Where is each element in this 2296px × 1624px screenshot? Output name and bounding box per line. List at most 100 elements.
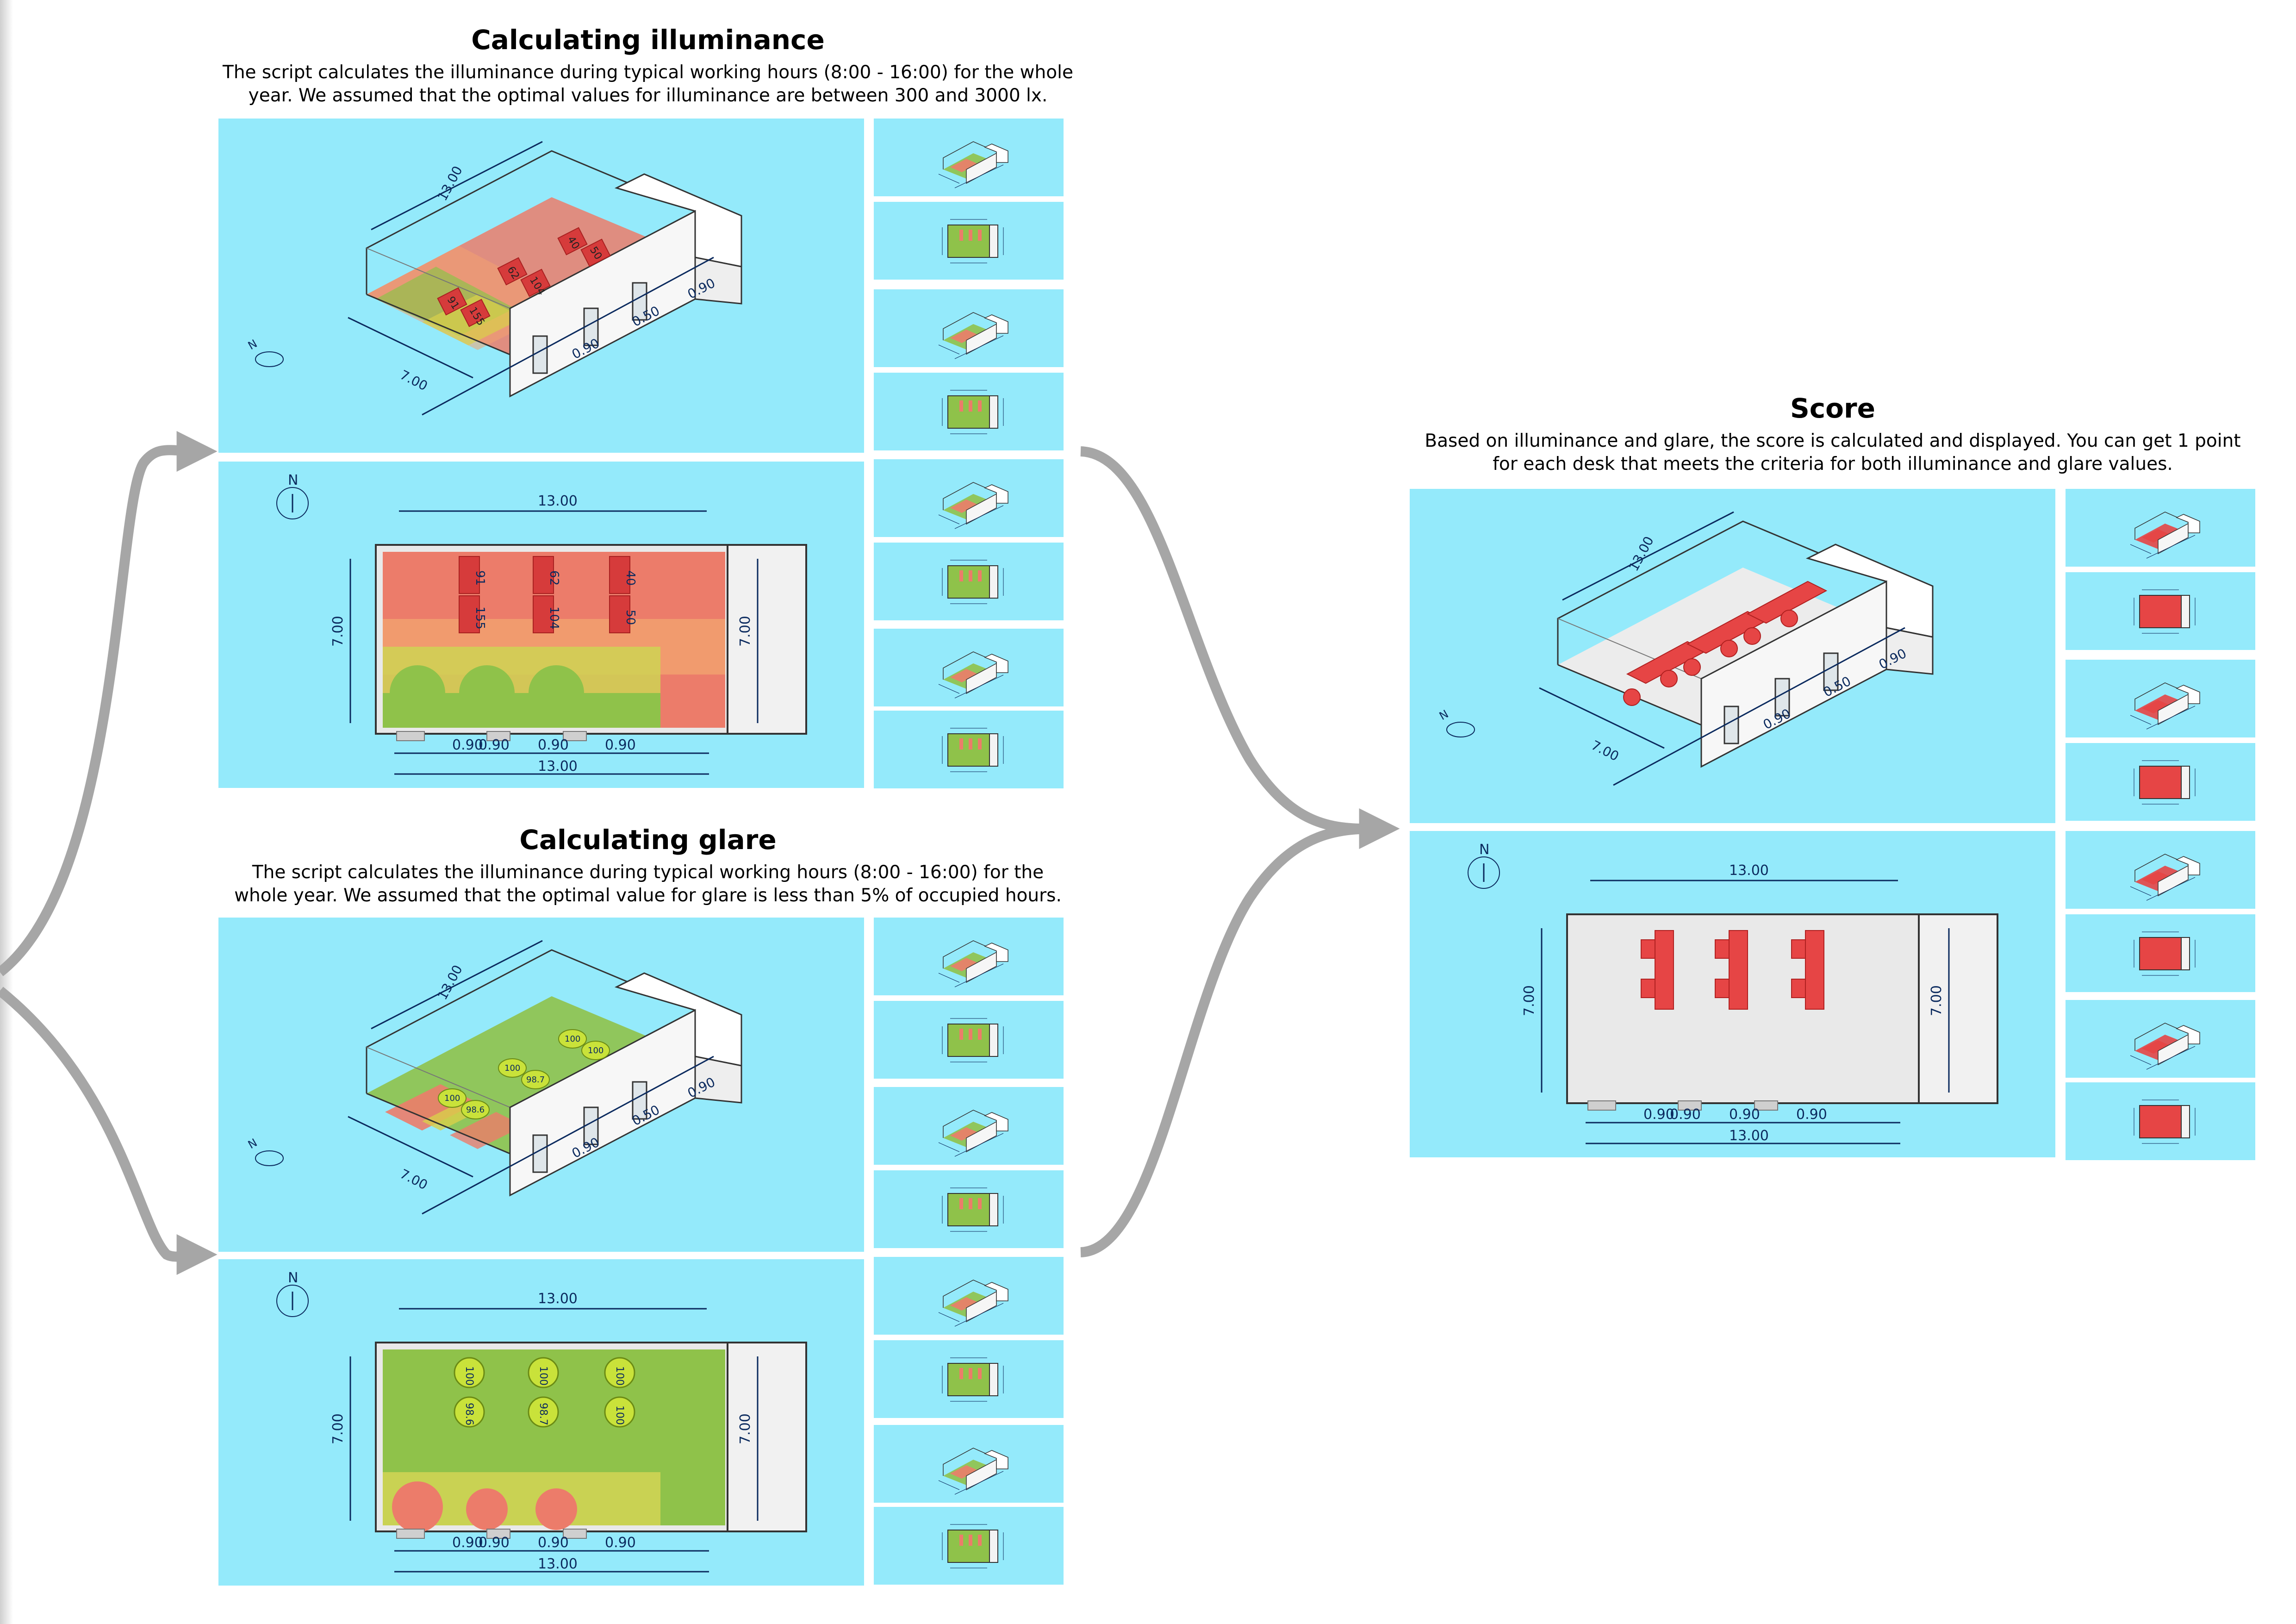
glare-plan-label-1: 100 [463,1366,475,1386]
illum-plan-label-6: 50 [623,610,637,625]
illum-plan-label-5: 40 [623,570,637,586]
illuminance-header: Calculating illuminance The script calcu… [194,24,1101,108]
glare-plan-dim-left: 7.00 [330,1413,346,1444]
score-axonometric-view: 7.00 13.00 0.90 0.50 0.90 N [1410,489,2055,823]
score-thumbnail-8 [2066,1082,2255,1160]
glare-plan-label-5: 100 [614,1366,625,1386]
branch-arrow-to-illuminance [0,431,218,976]
glare-desc-line1: The script calculates the illuminance du… [252,862,1044,883]
illum-thumbnail-6 [874,543,1064,620]
north-compass-icon: N [246,1136,284,1166]
glare-plan-label-3: 100 [537,1366,549,1386]
glare-axo-label-1: 100 [444,1093,460,1103]
north-arrow-icon: N [276,472,309,519]
svg-text:N: N [1437,707,1451,723]
glare-axo-label-4: 98.7 [526,1075,545,1085]
glare-plan-label-4: 98.7 [537,1403,549,1425]
illum-axo-dim-width: 7.00 [398,367,430,394]
north-arrow-icon: N [1468,842,1500,889]
glare-axo-label-6: 100 [588,1046,604,1056]
glare-axo-dim-width: 7.00 [398,1166,430,1193]
merge-arrow-from-illuminance [1080,446,1400,849]
score-desc-line1: Based on illuminance and glare, the scor… [1425,430,2241,451]
illum-plan-dim-top: 13.00 [538,493,578,509]
score-plan-dim-offset-1: 0.90 [1643,1106,1674,1123]
glare-thumbnail-7 [874,1425,1064,1503]
score-plan-dim-bottom: 13.00 [1729,1128,1769,1144]
svg-text:N: N [288,1270,298,1286]
glare-desc-line2: whole year. We assumed that the optimal … [234,885,1062,906]
illum-thumbnail-1 [874,119,1064,196]
glare-plan-dim-top: 13.00 [538,1291,578,1307]
glare-thumbnail-3 [874,1087,1064,1165]
glare-plan-dim-offset-1: 0.90 [452,1535,483,1551]
glare-title: Calculating glare [519,824,777,856]
score-desc-line2: for each desk that meets the criteria fo… [1493,454,2173,475]
glare-axo-label-3: 100 [504,1063,520,1073]
score-plan-dim-offset-4: 0.90 [1796,1106,1827,1123]
glare-axo-label-5: 100 [565,1034,580,1044]
illum-plan-dim-offset-4: 0.90 [605,737,636,753]
score-thumbnail-4 [2066,743,2255,821]
glare-thumbnail-1 [874,918,1064,995]
score-thumbnail-3 [2066,660,2255,737]
glare-thumbnail-5 [874,1257,1064,1335]
illum-plan-label-2: 155 [473,606,487,630]
glare-plan-dim-offset-4: 0.90 [605,1535,636,1551]
illuminance-title: Calculating illuminance [471,24,825,56]
glare-plan-dim-offset-2: 0.90 [479,1535,510,1551]
illum-thumbnail-5 [874,459,1064,537]
north-compass-icon: N [246,337,284,367]
merge-arrow-from-glare [1080,824,1382,1257]
score-thumbnail-2 [2066,572,2255,650]
score-plan-view: N 13.00 13.00 7.00 7.00 0.90 0.90 0.90 [1410,831,2055,1157]
score-thumbnail-1 [2066,489,2255,567]
score-thumbnail-5 [2066,831,2255,909]
svg-text:N: N [288,472,298,488]
score-plan-dim-offset-3: 0.90 [1729,1106,1760,1123]
illum-plan-dim-left: 7.00 [330,616,346,647]
score-title: Score [1790,393,1875,424]
glare-plan-dim-bottom: 13.00 [538,1556,578,1572]
illuminance-desc-line2: year. We assumed that the optimal values… [248,85,1048,106]
illum-plan-label-4: 104 [547,606,561,630]
illum-plan-label-1: 91 [473,570,487,586]
score-header: Score Based on illuminance and glare, th… [1416,393,2249,476]
svg-text:N: N [1479,842,1489,858]
illum-thumbnail-2 [874,202,1064,280]
svg-text:N: N [246,1136,260,1151]
glare-plan-dim-right: 7.00 [737,1413,753,1444]
illuminance-desc-line1: The script calculates the illuminance du… [223,62,1073,83]
score-plan-dim-right: 7.00 [1929,985,1945,1016]
page-edge-shadow [0,0,13,1624]
glare-thumbnail-8 [874,1507,1064,1585]
glare-axo-label-2: 98.6 [466,1105,485,1115]
svg-text:N: N [246,337,260,352]
glare-plan-dim-offset-3: 0.90 [538,1535,569,1551]
illum-thumbnail-3 [874,289,1064,367]
illum-plan-dim-offset-3: 0.90 [538,737,569,753]
illum-thumbnail-4 [874,373,1064,450]
glare-thumbnail-4 [874,1170,1064,1248]
illuminance-axonometric-view: 91 155 62 104 40 50 7.00 13.00 0.90 0.50… [218,119,864,453]
score-thumbnail-7 [2066,1000,2255,1078]
illum-thumbnail-8 [874,711,1064,788]
north-arrow-icon: N [276,1270,309,1317]
illum-thumbnail-7 [874,629,1064,706]
glare-plan-label-6: 100 [614,1405,625,1425]
glare-axonometric-view: 100 98.6 100 98.7 100 100 7.00 13.00 0.9… [218,918,864,1252]
glare-thumbnail-6 [874,1340,1064,1418]
glare-plan-view: N 100 98.6 100 98.7 100 100 [218,1259,864,1586]
illum-plan-dim-offset-1: 0.90 [452,737,483,753]
score-plan-dim-offset-2: 0.90 [1670,1106,1701,1123]
glare-header: Calculating glare The script calculates … [194,824,1101,908]
branch-arrow-to-glare [0,987,218,1275]
score-axo-dim-width: 7.00 [1589,737,1622,764]
illum-plan-dim-right: 7.00 [737,616,753,647]
illum-plan-label-3: 62 [547,570,561,586]
score-thumbnail-6 [2066,914,2255,992]
glare-thumbnail-2 [874,1001,1064,1079]
north-compass-icon: N [1437,707,1475,737]
illum-plan-dim-bottom: 13.00 [538,758,578,775]
